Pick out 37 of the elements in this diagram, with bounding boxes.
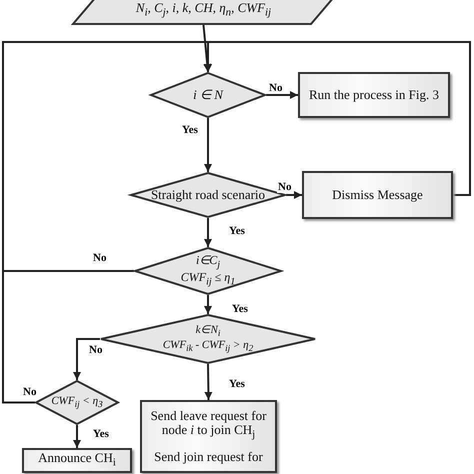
node-text: k∈N$_{i}$: [196, 324, 220, 339]
node-text: i∈C$_{j}$: [196, 254, 220, 271]
arrow: [2, 41, 212, 404]
arrow: [204, 118, 212, 172]
node-text: Announce CH$_{i}$: [38, 451, 116, 470]
edge-label: Yes: [92, 428, 110, 440]
arrow: [73, 338, 100, 380]
edge-label: No: [277, 181, 292, 194]
arrow: [266, 91, 298, 99]
node-text: i ∈ N: [193, 88, 223, 102]
edge-label: No: [268, 82, 284, 94]
edge-label: No: [92, 252, 108, 264]
edge-label: No: [88, 344, 104, 356]
process-box: [140, 400, 277, 473]
process-box: [298, 72, 450, 118]
node-text: Send leave request for node i to join CH$_{j}$: [150, 408, 268, 442]
arrow: [204, 295, 212, 314]
edge-label: No: [22, 386, 38, 398]
arrow: [204, 218, 212, 247]
node-text: CWF$_{ij}$ < η$_{3}$: [51, 395, 103, 410]
node-text: Send join request for: [154, 450, 263, 464]
node-text: Dismiss Message: [332, 188, 423, 202]
edge-label: Yes: [228, 225, 246, 238]
node-text: Straight road scenario: [150, 188, 266, 202]
arrow: [286, 191, 302, 199]
process-box: [302, 171, 453, 219]
arrow: [202, 24, 212, 72]
process-box: [22, 448, 132, 473]
edge-label: Yes: [181, 124, 199, 136]
arrow: [204, 364, 212, 400]
node-text: CWF$_{ij}$ ≤ η$_{1}$: [180, 271, 236, 288]
arrow: [73, 425, 81, 448]
edge-label: Yes: [228, 378, 246, 390]
node-text: Run the process in Fig. 3: [309, 88, 439, 102]
node-text: CWF$_{ik}$ - CWF$_{ij}$ > η$_{2}$: [162, 339, 254, 354]
node-text: N$_{i}$, C$_{j}$, i, k, CH, η$_{n}$, CWF$_{ij}$: [136, 1, 272, 20]
edge-label: Yes: [231, 303, 249, 316]
